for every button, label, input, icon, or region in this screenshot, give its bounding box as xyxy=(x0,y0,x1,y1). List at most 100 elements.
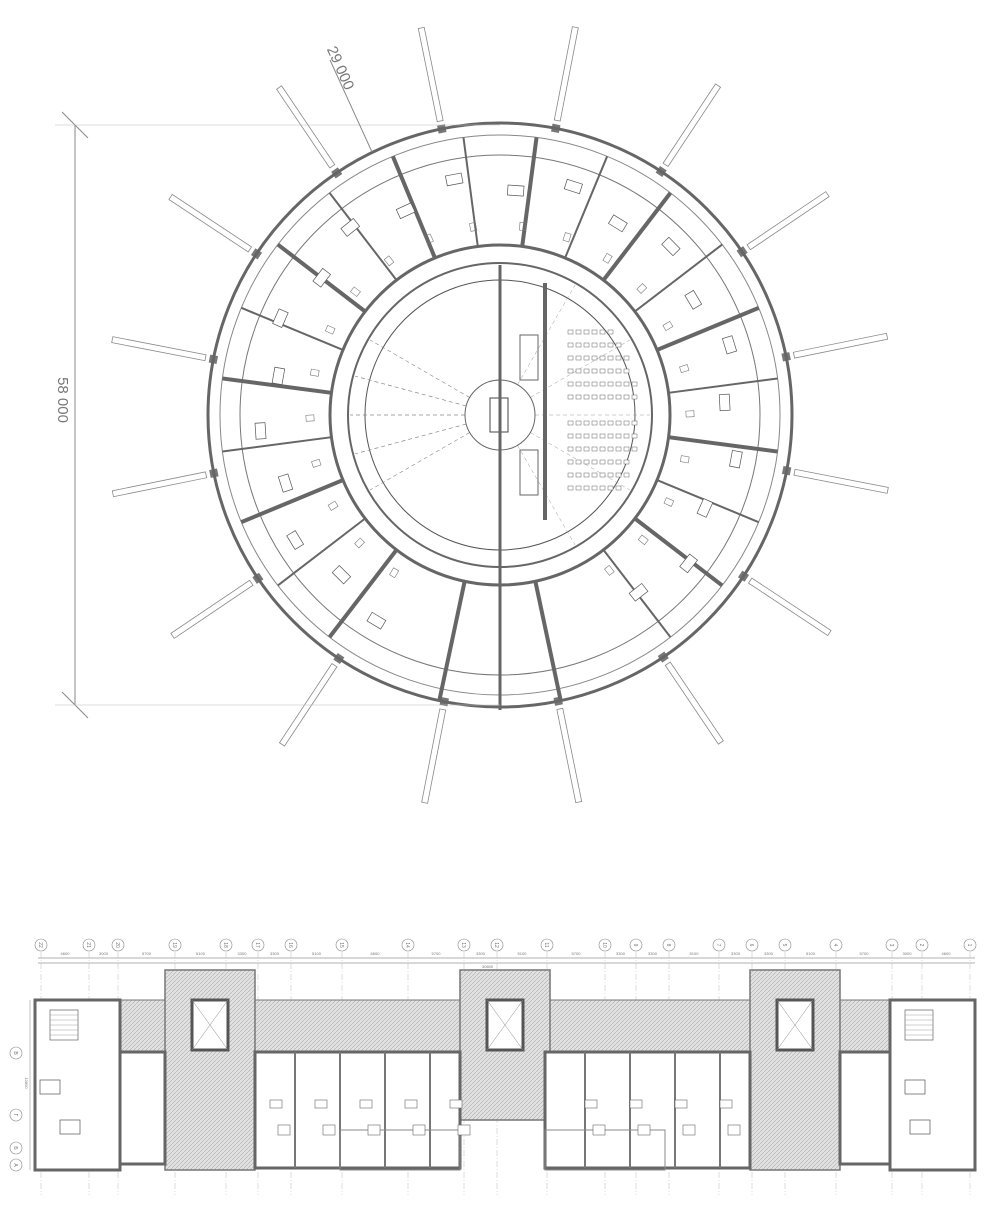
axis-marker xyxy=(490,938,504,952)
axis-label: 17 xyxy=(254,942,260,948)
seat xyxy=(575,394,582,400)
bathroom-fixture xyxy=(679,455,690,464)
bathroom-fixture xyxy=(383,255,395,267)
desk xyxy=(366,611,387,630)
axis-label: 13 xyxy=(460,942,466,948)
seat xyxy=(591,329,598,335)
seat xyxy=(591,433,598,439)
axis-marker xyxy=(251,938,265,952)
seat xyxy=(591,368,598,374)
furniture-bed xyxy=(367,1124,381,1136)
axis-label: 6 xyxy=(748,944,754,947)
seat xyxy=(583,485,590,491)
desk xyxy=(721,335,738,355)
seat xyxy=(607,472,614,478)
room-partition xyxy=(634,243,723,313)
seat xyxy=(631,433,638,439)
axis-marker xyxy=(284,938,298,952)
seat xyxy=(615,446,622,452)
seat xyxy=(599,433,606,439)
desk xyxy=(272,308,289,328)
seat xyxy=(607,433,614,439)
bathroom-fixture xyxy=(602,252,613,264)
seat xyxy=(623,446,630,452)
seat xyxy=(567,394,574,400)
row-label: Б xyxy=(12,1146,18,1150)
bathroom-fixture xyxy=(350,286,361,297)
furniture-table xyxy=(359,1099,373,1109)
furniture-table xyxy=(314,1099,328,1109)
desk xyxy=(340,218,361,237)
axis-marker xyxy=(829,938,843,952)
span-dimension: 5700 xyxy=(142,951,152,956)
sun-louver xyxy=(170,579,254,639)
axis-marker xyxy=(598,938,612,952)
dashed-axis xyxy=(355,423,467,455)
seat xyxy=(599,446,606,452)
axis-label: 20 xyxy=(114,942,120,948)
seat xyxy=(623,420,630,426)
sun-louver xyxy=(417,26,444,123)
bathroom-fixture xyxy=(469,222,478,232)
room-partition xyxy=(633,516,724,588)
radial-partition-walls xyxy=(222,137,778,702)
span-dimension: 5100 xyxy=(196,951,206,956)
seat xyxy=(567,342,574,348)
seat xyxy=(591,355,598,361)
axis-label: 1 xyxy=(966,944,972,947)
furniture-bed xyxy=(727,1124,741,1136)
auditorium-seating xyxy=(567,329,638,491)
row-marker xyxy=(9,1046,23,1060)
seat xyxy=(567,329,574,335)
bathroom-fixture xyxy=(324,324,336,335)
axis-label: 4 xyxy=(832,944,838,947)
bathroom-fixture xyxy=(604,564,615,576)
bed xyxy=(506,184,525,197)
seat xyxy=(575,472,582,478)
furniture-bed xyxy=(277,1124,291,1136)
span-dimension: 3300 xyxy=(270,951,280,956)
seat xyxy=(615,394,622,400)
span-dimension: 5700 xyxy=(860,951,870,956)
desk xyxy=(661,236,681,257)
room-partition xyxy=(520,137,539,247)
desk xyxy=(254,422,267,440)
sun-louver xyxy=(168,193,253,253)
seat xyxy=(583,459,590,465)
seat xyxy=(583,368,590,374)
dining-table xyxy=(59,1119,81,1135)
desk xyxy=(286,530,305,550)
seat xyxy=(591,394,598,400)
span-dimension: 3300 xyxy=(238,951,248,956)
seat xyxy=(615,342,622,348)
bathroom-fixture xyxy=(354,537,365,549)
bed xyxy=(718,393,731,412)
seat xyxy=(567,420,574,426)
seat xyxy=(615,381,622,387)
axis-label: 12 xyxy=(493,942,499,948)
room-partition xyxy=(327,548,399,639)
bed xyxy=(395,202,416,220)
bathroom-fixture xyxy=(389,567,400,579)
seat xyxy=(599,420,606,426)
bathroom-fixture xyxy=(424,233,434,245)
furniture-table xyxy=(584,1099,598,1109)
axis-label: 22 xyxy=(37,942,43,948)
room-partition xyxy=(391,155,437,259)
sun-louver xyxy=(792,332,889,359)
seat xyxy=(607,420,614,426)
sun-louver xyxy=(662,83,722,168)
elevator-cross xyxy=(776,999,814,1051)
seat xyxy=(615,472,622,478)
apartment-block xyxy=(543,1050,752,1170)
seat xyxy=(607,355,614,361)
round-floor-plan: 58 000 29 000 xyxy=(54,26,889,804)
furniture-bed xyxy=(412,1124,426,1136)
desk xyxy=(444,172,464,187)
axis-marker xyxy=(219,938,233,952)
balcony xyxy=(339,1129,461,1171)
seat xyxy=(615,368,622,374)
axis-label: 2 xyxy=(918,944,924,947)
seat xyxy=(599,381,606,387)
